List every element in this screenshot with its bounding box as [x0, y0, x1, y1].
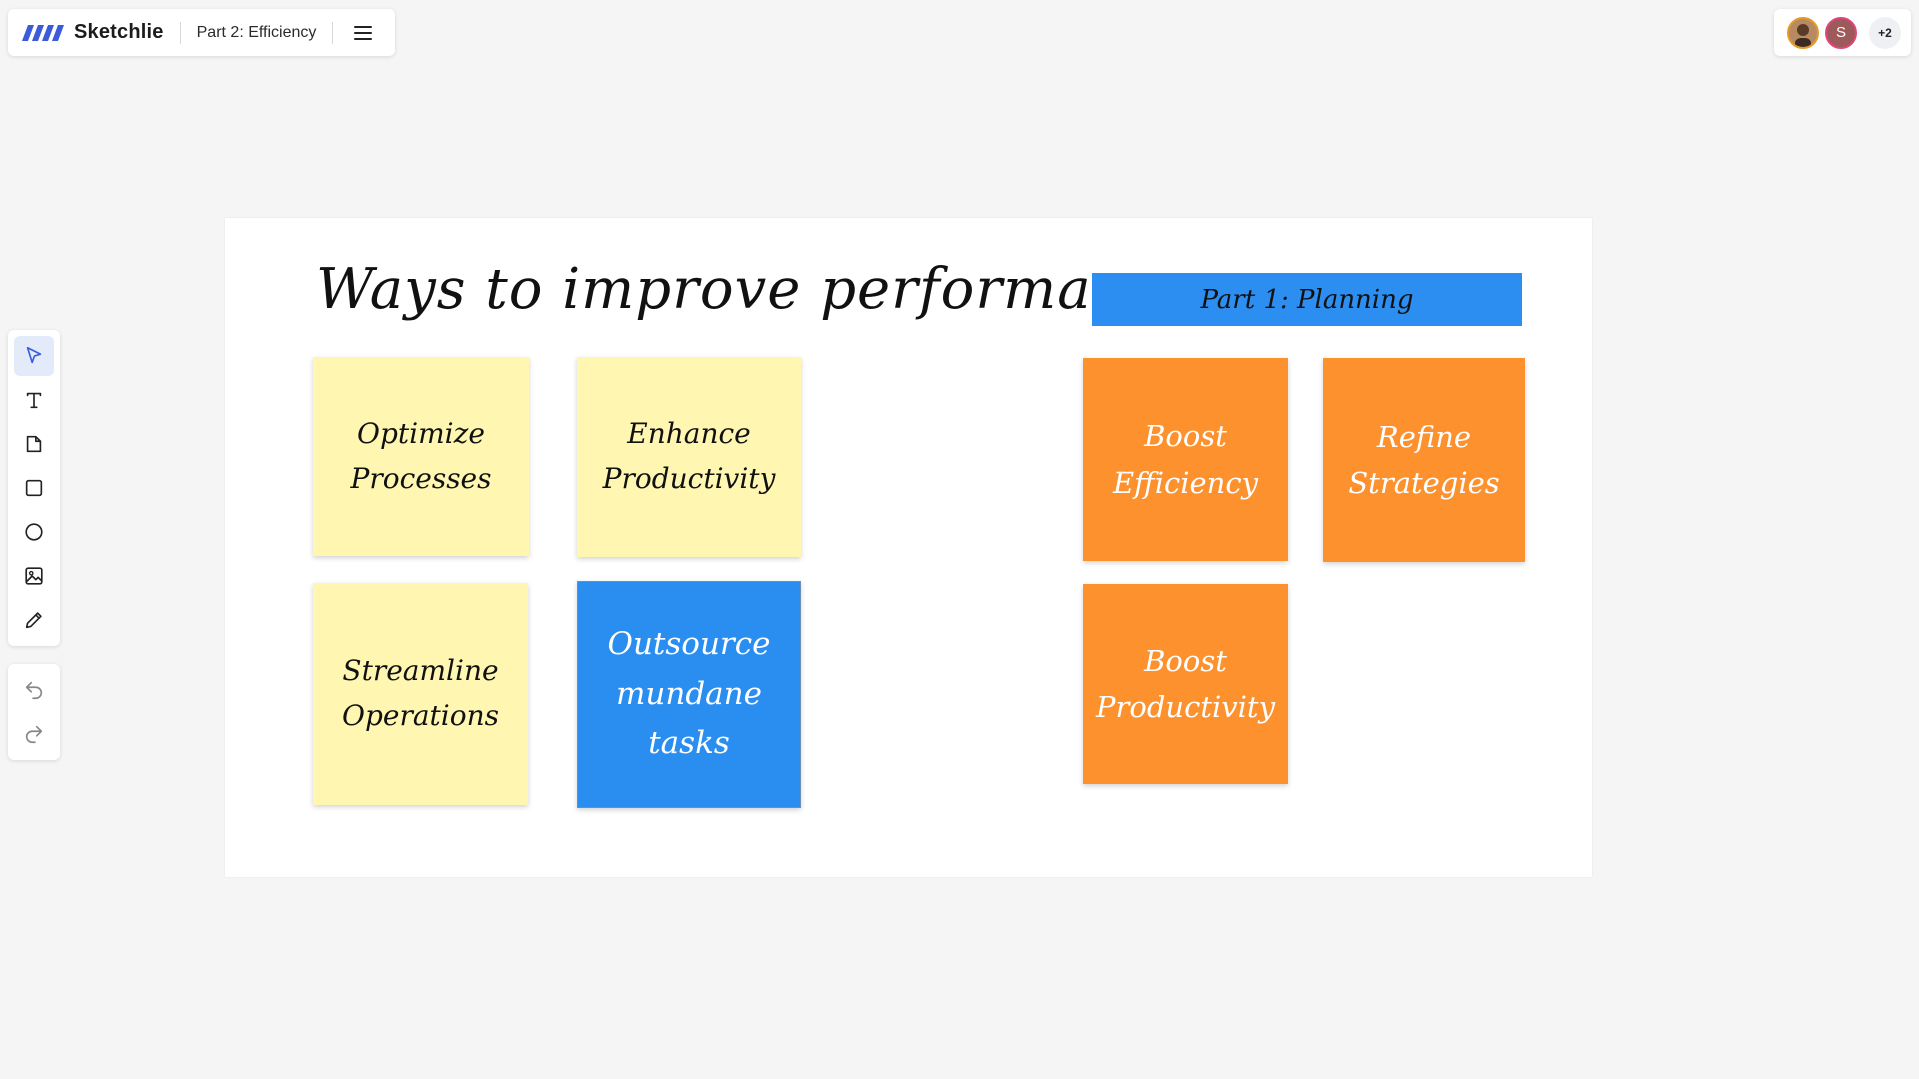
board-title-text[interactable]: Ways to improve performance — [316, 257, 1196, 322]
app-name[interactable]: Sketchlie — [74, 21, 164, 43]
rectangle-icon — [25, 479, 43, 497]
user-photo-icon — [1789, 18, 1817, 47]
app-header: Sketchlie Part 2: Efficiency — [8, 9, 395, 56]
image-icon — [25, 567, 43, 585]
sketchlie-logo-icon[interactable] — [22, 23, 64, 43]
sticky-note[interactable]: Streamline Operations — [313, 583, 528, 805]
section-label-banner[interactable]: Part 1: Planning — [1092, 273, 1522, 326]
sticky-note[interactable]: Boost Efficiency — [1083, 358, 1288, 561]
redo-icon — [25, 725, 43, 744]
header-divider — [179, 21, 181, 44]
text-icon — [26, 392, 42, 409]
collaborators-bar: S +2 — [1774, 9, 1911, 56]
select-tool-button[interactable] — [14, 336, 54, 376]
avatar[interactable]: S — [1825, 16, 1857, 49]
sticky-note[interactable]: Enhance Productivity — [577, 357, 801, 557]
pen-tool-button[interactable] — [14, 600, 54, 640]
undo-button[interactable] — [14, 670, 54, 710]
more-collaborators-badge[interactable]: +2 — [1869, 16, 1901, 49]
menu-button[interactable] — [349, 19, 377, 47]
sticky-note[interactable]: Boost Productivity — [1083, 584, 1288, 784]
sticky-note[interactable]: Optimize Processes — [313, 357, 529, 556]
sticky-note[interactable]: Outsource mundane tasks — [577, 581, 801, 808]
image-tool-button[interactable] — [14, 556, 54, 596]
sticky-note[interactable]: Refine Strategies — [1323, 358, 1525, 562]
circle-icon — [25, 523, 43, 541]
ellipse-tool-button[interactable] — [14, 512, 54, 552]
redo-button[interactable] — [14, 714, 54, 754]
header-divider — [332, 21, 334, 44]
board-name[interactable]: Part 2: Efficiency — [196, 23, 317, 41]
cursor-icon — [26, 346, 42, 364]
sticky-note-tool-button[interactable] — [14, 424, 54, 464]
pencil-icon — [25, 612, 42, 629]
rectangle-tool-button[interactable] — [14, 468, 54, 508]
hamburger-icon — [354, 25, 373, 40]
history-palette — [8, 664, 60, 760]
sticky-note-icon — [26, 435, 42, 453]
tool-palette — [8, 330, 60, 646]
undo-icon — [25, 681, 43, 700]
avatar[interactable] — [1787, 16, 1819, 49]
text-tool-button[interactable] — [14, 380, 54, 420]
